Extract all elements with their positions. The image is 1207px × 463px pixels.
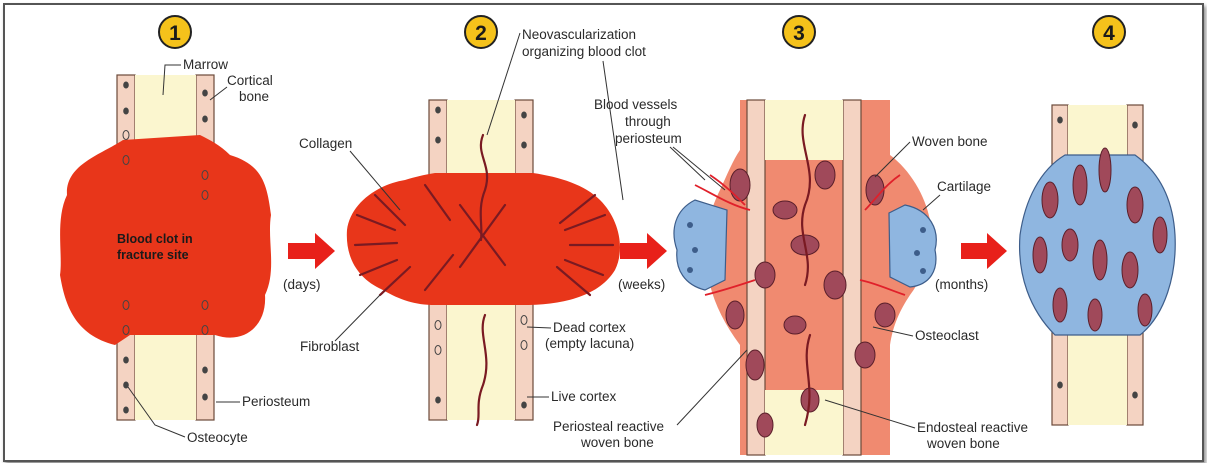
label-dead-cortex-2: (empty lacuna) <box>545 336 634 351</box>
label-osteocyte: Osteocyte <box>187 430 248 445</box>
stage-badge-2: 2 <box>465 16 497 48</box>
leader-cartilage <box>923 195 940 210</box>
stage-number: 1 <box>169 22 181 45</box>
label-cortical-bone-2: bone <box>239 89 269 104</box>
arrow-label-days: (days) <box>283 277 321 292</box>
stage-badge-3: 3 <box>783 16 815 48</box>
label-blood-clot-2: fracture site <box>117 248 189 262</box>
label-live-cortex: Live cortex <box>551 389 617 404</box>
label-endosteal-2: woven bone <box>926 436 1000 451</box>
label-periosteum: Periosteum <box>242 394 310 409</box>
stage-2: Collagen Fibroblast Neovascularization o… <box>299 27 646 425</box>
label-dead-cortex-1: Dead cortex <box>553 320 626 335</box>
label-periosteal-2: woven bone <box>580 435 654 450</box>
leader-fibroblast <box>335 295 380 341</box>
cortical-bone-right <box>843 100 861 455</box>
label-cortical-bone-1: Cortical <box>227 73 273 88</box>
stage-badge-4: 4 <box>1093 16 1125 48</box>
leader-periosteal <box>677 350 747 425</box>
label-periosteal-1: Periosteal reactive <box>553 419 664 434</box>
label-cartilage: Cartilage <box>937 179 991 194</box>
stage-3: Blood vessels through periosteum Woven b… <box>553 97 1028 455</box>
leader-blood-vessels-a <box>670 147 705 180</box>
label-woven-bone: Woven bone <box>912 134 988 149</box>
label-marrow: Marrow <box>183 57 228 72</box>
stage-badge-1: 1 <box>159 16 191 48</box>
cartilage-left <box>674 200 727 290</box>
stage-number: 2 <box>475 22 487 45</box>
marrow-area-top <box>765 100 843 160</box>
label-blood-clot-1: Blood clot in <box>117 232 193 246</box>
label-collagen: Collagen <box>299 136 352 151</box>
arrow-3 <box>961 233 1007 269</box>
stage-1: Marrow Cortical bone Blood clot in fract… <box>60 57 310 445</box>
label-osteoclast: Osteoclast <box>915 328 979 343</box>
label-blood-vessels-2: through <box>625 114 671 129</box>
stage-4 <box>1020 105 1176 425</box>
stage-number: 3 <box>793 22 805 45</box>
diagram-frame: Marrow Cortical bone Blood clot in fract… <box>3 3 1204 462</box>
label-blood-vessels-3: periosteum <box>615 131 682 146</box>
stage-number: 4 <box>1103 22 1115 45</box>
leader-blood-vessels-b <box>673 147 725 190</box>
arrow-label-months: (months) <box>935 277 988 292</box>
arrow-1 <box>288 233 335 269</box>
fracture-healing-diagram: Marrow Cortical bone Blood clot in fract… <box>5 5 1202 460</box>
arrow-2 <box>620 233 667 269</box>
label-endosteal-1: Endosteal reactive <box>917 420 1028 435</box>
label-fibroblast: Fibroblast <box>300 339 360 354</box>
label-neovasc-1: Neovascularization <box>522 27 636 42</box>
label-blood-vessels-1: Blood vessels <box>594 97 678 112</box>
label-neovasc-2: organizing blood clot <box>522 44 646 59</box>
arrow-label-weeks: (weeks) <box>618 277 665 292</box>
